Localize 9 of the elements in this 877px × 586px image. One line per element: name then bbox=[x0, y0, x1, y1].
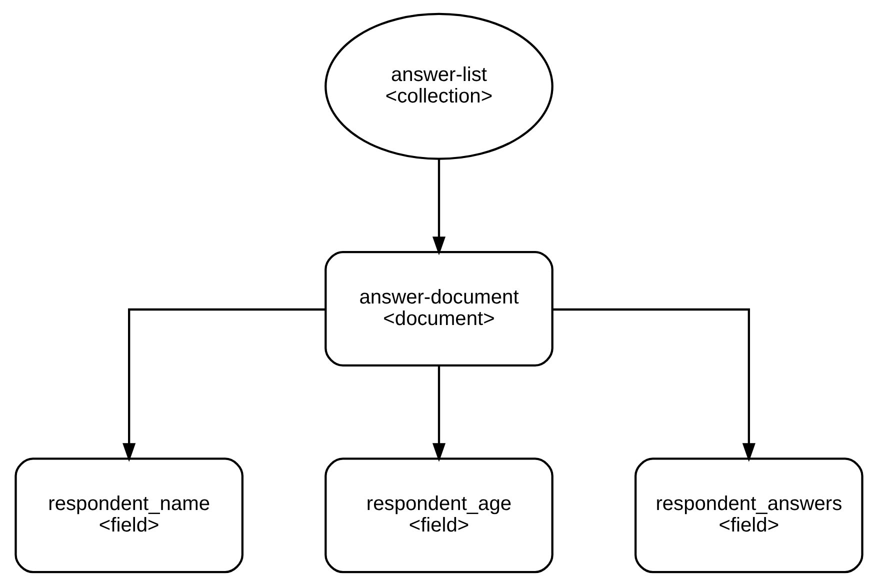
node-ellipse: answer-list <collection> bbox=[324, 12, 553, 160]
node-box: answer-document <document> bbox=[324, 251, 553, 367]
node-box: respondent_name <field> bbox=[14, 458, 243, 574]
arrow bbox=[432, 366, 446, 462]
node-box: respondent_answers <field> bbox=[634, 458, 863, 574]
arrow bbox=[122, 308, 325, 462]
node-box: respondent_age <field> bbox=[324, 458, 553, 574]
arrow bbox=[552, 308, 755, 462]
arrow bbox=[432, 159, 446, 256]
